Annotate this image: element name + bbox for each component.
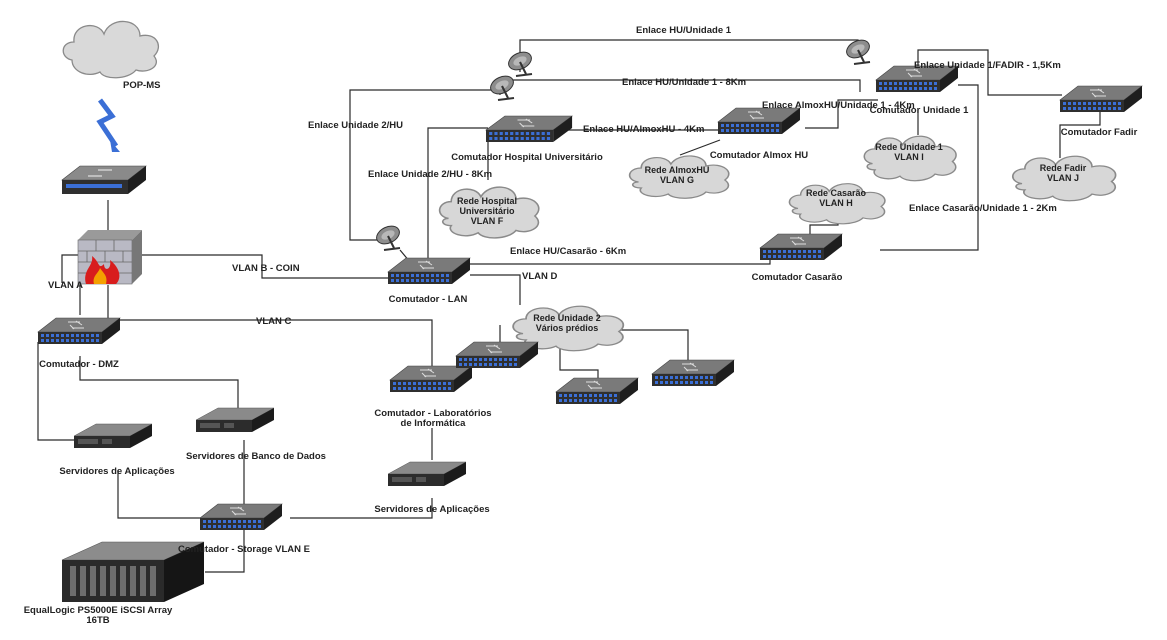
comutador-hu-label: Comutador Hospital Universitário [451,152,603,163]
comutador-storage-label: Comutador - Storage VLAN E [178,544,310,555]
pop-ms-cloud-icon [62,20,159,79]
server-database-icon [195,407,275,433]
vlan-d-label: VLAN D [522,271,558,282]
switch-hu-icon [485,115,573,143]
servidores-banco-label: Servidores de Banco de Dados [186,451,326,462]
servidores-aplicacoes-2-label: Servidores de Aplicações [374,504,490,515]
firewall-icon [77,230,142,285]
rede-hu-line-2: Universitário [459,206,515,216]
servidores-aplicacoes-1-label: Servidores de Aplicações [59,466,175,477]
equallogic-label: EqualLogic PS5000E iSCSI Array 16TB [23,605,173,626]
rede-fadir-line-2: VLAN J [1046,173,1080,183]
rede-almox-label: Rede AlmoxHU VLAN G [645,165,710,185]
enlace-hu-un1-label: Enlace HU/Unidade 1 [636,25,732,36]
comutador-dmz-label: Comutador - DMZ [39,359,119,370]
rede-unidade1-line-2: VLAN I [894,152,924,162]
enlace-almoxhu-un1-label: Enlace AlmoxHU/Unidade 1 - 4Km [762,100,915,111]
satellite-dish-icon [486,71,518,101]
rede-casarao-label: Rede Casarão VLAN H [806,188,866,208]
rede-fadir-line-1: Rede Fadir [1039,163,1087,173]
comutador-lab-label: Comutador - Laboratórios de Informática [374,408,492,429]
comutador-fadir-label: Comutador Fadir [1060,127,1138,138]
enlace-hu-almoxhu-label: Enlace HU/AlmoxHU - 4Km [583,124,705,135]
enlace-hu-casarao-label: Enlace HU/Casarão - 6Km [510,246,627,257]
switch-unidade2-c-icon [651,359,735,387]
rede-unidade2-line-1: Rede Unidade 2 [533,313,601,323]
enlace-casarao-un1-label: Enlace Casarão/Unidade 1 - 2Km [909,203,1057,214]
enlace-hu-un1-8km-label: Enlace HU/Unidade 1 - 8Km [622,77,747,88]
switch-storage-icon [199,503,283,531]
rede-almox-line-2: VLAN G [659,175,694,185]
enlace-un2-hu-8km-label: Enlace Unidade 2/HU - 8Km [368,169,493,180]
enlace-un2-hu-label: Enlace Unidade 2/HU [308,120,404,131]
comutador-casarao-label: Comutador Casarão [751,272,843,283]
comutador-almox-label: Comutador Almox HU [709,150,809,161]
rede-casarao-line-2: VLAN H [819,198,853,208]
rede-hu-line-3: VLAN F [470,216,504,226]
switch-almox-icon [717,107,801,135]
comutador-unidade1-label: Comutador Unidade 1 [869,105,969,116]
rede-fadir-label: Rede Fadir VLAN J [1040,163,1087,183]
storage-array-icon [61,541,205,602]
lightning-icon [96,98,120,152]
rede-unidade1-line-1: Rede Unidade 1 [875,142,943,152]
satellite-dish-icon [372,221,404,251]
satellite-dish-icon [842,35,874,65]
vlan-a-label: VLAN A [48,280,84,291]
comutador-lan-label: Comutador - LAN [388,294,468,305]
rede-hu-label: Rede Hospital Universitário VLAN F [457,196,517,226]
switch-unidade2-a-icon [455,341,539,369]
rede-unidade2-label: Rede Unidade 2 Vários prédios [533,313,601,333]
rede-casarao-line-1: Rede Casarão [805,188,867,198]
rede-unidade2-line-2: Vários prédios [535,323,599,333]
switch-lan-icon [387,257,471,285]
rede-hu-line-1: Rede Hospital [456,196,518,206]
switch-casarao-icon [759,233,843,261]
switch-lab-icon [389,365,473,393]
vlan-b-label: VLAN B - COIN [232,263,300,274]
switch-unidade2-b-icon [555,377,639,405]
enlace-un1-fadir-label: Enlace Unidade 1/FADIR - 1,5Km [914,60,1061,71]
pop-ms-label: POP-MS [123,80,161,91]
rede-unidade1-label: Rede Unidade 1 VLAN I [875,142,943,162]
server-applications-1-icon [73,423,153,449]
switch-fadir-icon [1059,85,1143,113]
vlan-c-label: VLAN C [256,316,292,327]
server-applications-2-icon [387,461,467,487]
rede-almox-line-1: Rede AlmoxHU [644,165,710,175]
router-icon [61,165,147,194]
switch-dmz-icon [37,317,121,345]
